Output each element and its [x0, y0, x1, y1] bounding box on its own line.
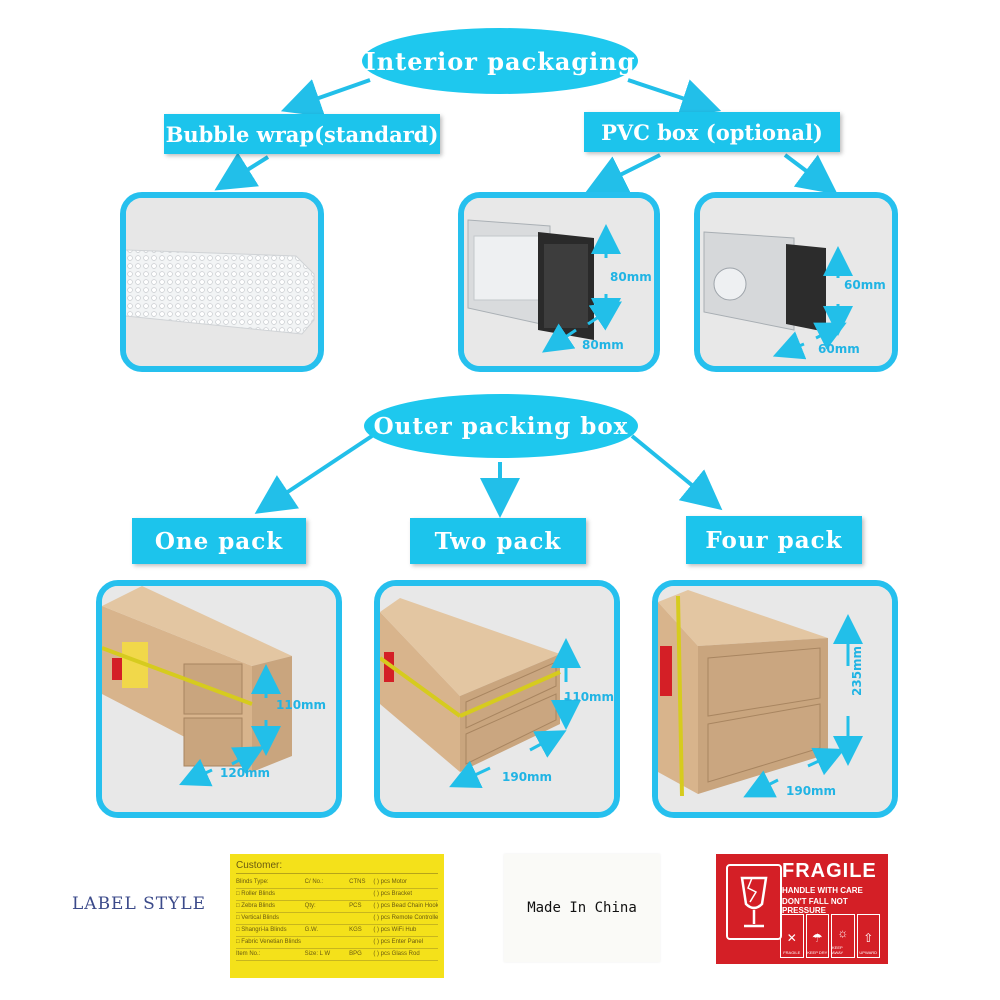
- pvc-box-80-image: [464, 198, 654, 366]
- customer-label-cell: □ Fabric Venetian Blinds: [236, 939, 301, 945]
- fragile-symbol-glyph: ✕: [786, 931, 797, 945]
- customer-label-row: Blinds Type: C/ No.: CTNS ( ) pcs Motor: [236, 877, 438, 889]
- pvc80-height-label: 80mm: [610, 270, 652, 284]
- pvc60-width-label: 60mm: [818, 342, 860, 356]
- fragile-symbol-icon: ☼ KEEP AWAY: [831, 914, 855, 958]
- customer-label-cell: G.W.: [304, 927, 319, 933]
- customer-label-cell: PCS: [349, 903, 362, 909]
- arrow-to-pvc60-frame: [783, 153, 838, 195]
- arrow-to-bubble-label: [280, 78, 371, 117]
- customer-label: Customer: Blinds Type: C/ No.: CTNS ( ) pcs…: [230, 854, 444, 978]
- two-pack-height-label: 110mm: [564, 690, 615, 704]
- four-pack-width-label: 190mm: [786, 784, 837, 798]
- one-pack-box-image: [102, 586, 336, 812]
- four-pack-photo: 235mm 190mm: [652, 580, 898, 818]
- customer-label-cell: Blinds Type:: [236, 879, 269, 885]
- four-pack-height-label: 235mm: [850, 645, 864, 696]
- bubble-wrap-photo: [120, 192, 324, 372]
- customer-label-cell: [305, 913, 349, 924]
- fragile-symbol-icon: ✕ FRAGILE: [780, 914, 804, 958]
- fragile-symbol-icon: ⇧ UPWARD: [856, 914, 880, 958]
- customer-label-row: □ Fabric Venetian Blinds ( ) pcs Enter Pa…: [236, 937, 438, 949]
- fragile-symbol-glyph: ☼: [837, 926, 849, 940]
- made-in-china-label: Made In China: [504, 854, 660, 962]
- pvc-box-label: PVC box (optional): [584, 112, 840, 152]
- pvc-box-60-image: [700, 198, 892, 366]
- one-pack-width-label: 120mm: [220, 766, 271, 780]
- one-pack-label: One pack: [132, 518, 306, 564]
- pvc-box-80-photo: 80mm 80mm: [458, 192, 660, 372]
- two-pack-box-image: [380, 586, 614, 812]
- arrow-to-four-pack: [630, 434, 723, 511]
- customer-label-cell: ( ) pcs Remote Controller: [373, 915, 438, 921]
- four-pack-label: Four pack: [686, 516, 862, 564]
- customer-label-cell: [349, 913, 373, 924]
- arrow-to-pvc80-frame: [585, 153, 661, 193]
- fragile-symbol-label: FRAGILE: [783, 950, 801, 955]
- fragile-symbol-glyph: ☂: [811, 931, 823, 945]
- customer-label-row: □ Zebra Blinds Qty: PCS ( ) pcs Bead Chain …: [236, 901, 438, 913]
- bubble-wrap-image: [126, 198, 318, 366]
- pvc-box-60-photo: 60mm 60mm: [694, 192, 898, 372]
- fragile-symbol-label: KEEP AWAY: [832, 945, 844, 955]
- fragile-symbol-glyph: ⇧: [863, 931, 874, 945]
- pvc80-width-label: 80mm: [582, 338, 624, 352]
- customer-label-cell: BPG: [349, 951, 362, 957]
- outer-title: Outer packing box: [364, 394, 638, 458]
- customer-label-cell: Qty:: [304, 903, 316, 909]
- customer-label-cell: [349, 937, 373, 948]
- customer-label-cell: ( ) pcs Motor: [373, 879, 408, 885]
- customer-label-cell: □ Roller Blinds: [236, 891, 275, 897]
- bubble-wrap-label: Bubble wrap(standard): [164, 114, 440, 154]
- customer-label-cell: ( ) pcs WiFi Hub: [373, 927, 417, 933]
- customer-label-row: □ Shangri-la Blinds G.W. KGS ( ) pcs WiFi H…: [236, 925, 438, 937]
- customer-label-cell: [305, 937, 349, 948]
- customer-label-cell: ( ) pcs Bead Chain Hook: [373, 903, 438, 909]
- customer-label-cell: □ Shangri-la Blinds: [236, 927, 287, 933]
- fragile-icon-strip: ✕ FRAGILE ☂ KEEP DRY ☼ KEEP AWAY ⇧ UPWARD: [780, 914, 880, 958]
- fragile-line-1: HANDLE WITH CARE: [782, 886, 863, 895]
- made-in-china-text: Made In China: [527, 900, 637, 916]
- broken-glass-icon: [726, 864, 782, 940]
- fragile-symbol-icon: ☂ KEEP DRY: [805, 914, 829, 958]
- customer-label-row: Item No.: Size: L W BPG ( ) pcs Glass Rod: [236, 949, 438, 961]
- customer-label-cell: CTNS: [349, 879, 366, 885]
- customer-label-cell: [305, 889, 349, 900]
- customer-label-heading: Customer:: [236, 860, 438, 874]
- customer-label-rows: Blinds Type: C/ No.: CTNS ( ) pcs Motor □ Ro…: [236, 877, 438, 961]
- customer-label-row: □ Roller Blinds ( ) pcs Bracket: [236, 889, 438, 901]
- customer-label-cell: ( ) pcs Enter Panel: [373, 939, 424, 945]
- customer-label-cell: □ Vertical Blinds: [236, 915, 279, 921]
- customer-label-cell: Item No.:: [236, 951, 261, 957]
- four-pack-box-image: [658, 586, 892, 812]
- fragile-label: FRAGILE HANDLE WITH CARE DON'T FALL NOT …: [716, 854, 888, 964]
- arrow-to-one-pack: [254, 434, 374, 514]
- customer-label-cell: Size: L W: [304, 951, 331, 957]
- arrow-to-pvc-label: [627, 78, 722, 118]
- arrow-to-bubble-frame: [214, 152, 270, 191]
- customer-label-cell: ( ) pcs Bracket: [373, 891, 413, 897]
- customer-label-row: □ Vertical Blinds ( ) pcs Remote Controll…: [236, 913, 438, 925]
- customer-label-cell: □ Zebra Blinds: [236, 903, 275, 909]
- customer-label-cell: [349, 889, 373, 900]
- customer-label-cell: C/ No.:: [304, 879, 324, 885]
- fragile-line-2: DON'T FALL NOT PRESSURE: [782, 897, 848, 915]
- one-pack-height-label: 110mm: [276, 698, 327, 712]
- interior-title: Interior packaging: [362, 28, 638, 94]
- two-pack-width-label: 190mm: [502, 770, 553, 784]
- customer-label-cell: KGS: [349, 927, 362, 933]
- fragile-title: FRAGILE: [782, 860, 877, 882]
- pvc60-height-label: 60mm: [844, 278, 886, 292]
- fragile-symbol-label: KEEP DRY: [807, 950, 828, 955]
- two-pack-photo: 110mm 190mm: [374, 580, 620, 818]
- two-pack-label: Two pack: [410, 518, 586, 564]
- customer-label-cell: ( ) pcs Glass Rod: [373, 951, 420, 957]
- one-pack-photo: 110mm 120mm: [96, 580, 342, 818]
- fragile-symbol-label: UPWARD: [859, 950, 878, 955]
- label-style-title: LABEL STYLE: [72, 894, 207, 914]
